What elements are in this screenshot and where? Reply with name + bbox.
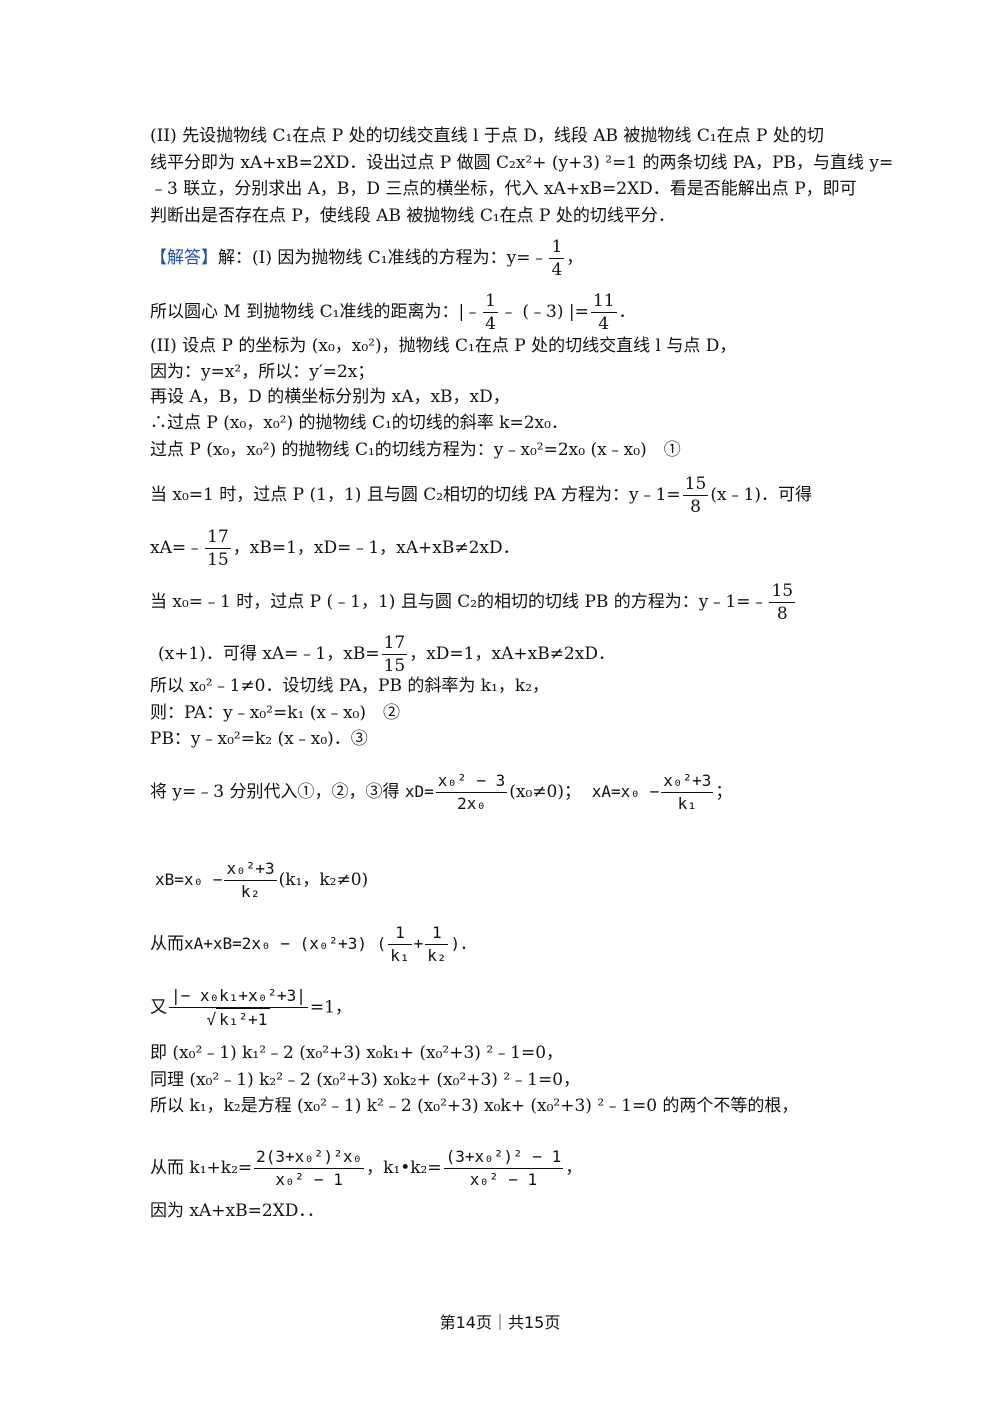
analysis-line-2: 线平分即为 xA+xB=2XD．设出过点 P 做圆 C₂x²+ (y+3) ²=… [150, 153, 894, 173]
solution-line-8: 当 x₀=1 时，过点 P (1，1) 且与圆 C₂相切的切线 PA 方程为：y… [150, 474, 812, 517]
analysis-line-3: ﹣3 联立，分别求出 A，B，D 三点的横坐标，代入 xA+xB=2XD．看是否… [150, 179, 857, 199]
answer-label: 【解答】 [150, 248, 218, 268]
solution-line-7: 过点 P (x₀，x₀²) 的抛物线 C₁的切线方程为：y﹣x₀²=2x₀ (x… [150, 440, 681, 460]
solution-line-18: 又|− x₀k₁+x₀²+3|√k₁²+1=1， [150, 986, 352, 1029]
solution-line-19: 即 (x₀²﹣1) k₁²﹣2 (x₀²+3) x₀k₁+ (x₀²+3) ²﹣… [150, 1043, 564, 1063]
solution-line-20: 同理 (x₀²﹣1) k₂²﹣2 (x₀²+3) x₀k₂+ (x₀²+3) ²… [150, 1070, 581, 1090]
page-footer: 第14页｜共15页 [439, 1313, 561, 1332]
solution-line-21: 所以 k₁，k₂是方程 (x₀²﹣1) k²﹣2 (x₀²+3) x₀k+ (x… [150, 1096, 799, 1116]
text: 解：(I) 因为抛物线 C₁准线的方程为：y=﹣ [218, 248, 548, 268]
solution-line-3: (II) 设点 P 的坐标为 (x₀，x₀²)，抛物线 C₁在点 P 处的切线交… [150, 336, 737, 356]
solution-line-5: 再设 A，B，D 的横坐标分别为 xA，xB，xD， [150, 387, 510, 407]
solution-line-6: ∴过点 P (x₀，x₀²) 的抛物线 C₁的切线的斜率 k=2x₀． [150, 413, 568, 433]
solution-line-4: 因为：y=x²，所以：y′=2x； [150, 362, 375, 382]
analysis-line-4: 判断出是否存在点 P，使线段 AB 被抛物线 C₁在点 P 处的切线平分． [150, 206, 675, 226]
analysis-line-1: (II) 先设抛物线 C₁在点 P 处的切线交直线 l 于点 D，线段 AB 被… [150, 126, 824, 146]
fraction: |− x₀k₁+x₀²+3|√k₁²+1 [169, 986, 308, 1029]
solution-line-23: 因为 xA+xB=2XD．． [150, 1201, 324, 1221]
solution-line-12: 所以 x₀²﹣1≠0．设切线 PA，PB 的斜率为 k₁，k₂， [150, 676, 550, 696]
solution-line-13: 则：PA：y﹣x₀²=k₁ (x﹣x₀) ② [150, 703, 400, 723]
solution-line-10: 当 x₀=﹣1 时，过点 P (﹣1，1) 且与圆 C₂的相切的切线 PB 的方… [150, 581, 796, 624]
solution-line-14: PB：y﹣x₀²=k₂ (x﹣x₀)．③ [150, 729, 368, 749]
